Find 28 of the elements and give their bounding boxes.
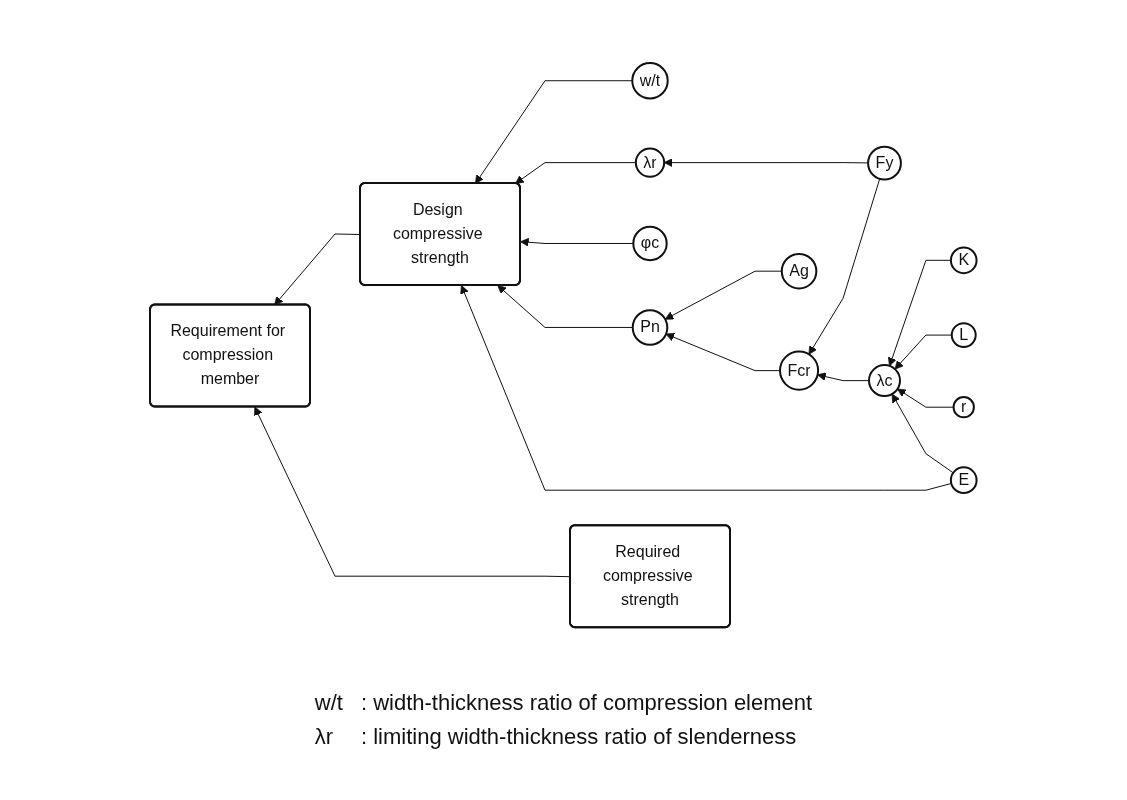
- arrow: [664, 158, 869, 167]
- arrow: [891, 393, 954, 474]
- node-circle: Fcr: [779, 350, 820, 391]
- node-circle: r: [952, 395, 976, 419]
- node-circle: w/t: [631, 61, 669, 100]
- node-circle: L: [951, 322, 977, 348]
- arrow: [888, 259, 952, 367]
- arrow: [808, 178, 881, 355]
- node-circle: Ag: [781, 252, 818, 290]
- arrow: [460, 285, 953, 491]
- node-circle: λr: [635, 147, 666, 178]
- symbol-label: w/t: [314, 690, 343, 716]
- arrow: [665, 332, 781, 371]
- arrow: [497, 285, 634, 328]
- arrow: [475, 80, 633, 184]
- definition-text: : width-thickness ratio of compression element: [360, 690, 813, 716]
- node-circle: φc: [632, 225, 668, 262]
- node-circle: K: [950, 246, 978, 274]
- node-circle: Fy: [867, 145, 903, 181]
- arrow: [665, 270, 783, 320]
- symbol-label: λr: [314, 724, 335, 750]
- node-circle: E: [950, 466, 978, 494]
- arrow: [515, 162, 637, 184]
- node-text: Design compressive strength: [393, 200, 483, 266]
- node-circle: Pn: [631, 309, 669, 346]
- node-circle: λc: [868, 364, 902, 397]
- arrow: [817, 372, 870, 381]
- definition-text: : limiting width-thickness ratio of slenderness: [360, 724, 798, 750]
